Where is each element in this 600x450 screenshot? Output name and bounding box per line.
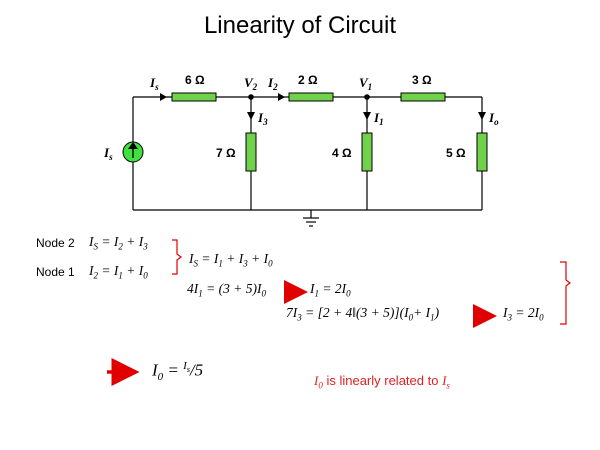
resistor-4ohm	[361, 132, 373, 172]
node2-label: Node 2	[36, 236, 75, 250]
current-label-i3: I3	[257, 110, 268, 127]
equation-7i3: 7I3 = [2 + 4‖(3 + 5)](I0+ I1)	[286, 305, 440, 323]
equation-4i1: 4I1 = (3 + 5)I0	[187, 281, 266, 299]
label-7ohm: 7 Ω	[216, 146, 236, 160]
current-label-i2: I2	[267, 75, 278, 92]
resistor-6ohm	[171, 92, 217, 102]
resistor-3ohm	[400, 92, 446, 102]
resistor-5ohm	[476, 132, 488, 172]
current-label-io: Io	[488, 110, 499, 127]
brace-left	[172, 239, 182, 275]
arrow-i3	[247, 112, 255, 120]
arrow-i2	[278, 93, 285, 101]
resistor-7ohm	[245, 132, 257, 172]
label-3ohm: 3 Ω	[412, 73, 432, 87]
equation-i1: I1 = 2I0	[310, 281, 351, 299]
label-4ohm: 4 Ω	[332, 146, 352, 160]
linearity-note: I0 is linearly related to Is	[314, 373, 450, 391]
brace-right	[560, 261, 571, 325]
node2-equation: IS = I2 + I3	[89, 234, 148, 252]
node-dot-v1	[364, 94, 370, 100]
label-6ohm: 6 Ω	[185, 73, 205, 87]
node-dot-v2	[248, 94, 254, 100]
result-equation: I0 = Is/5	[152, 360, 204, 384]
resistor-2ohm	[288, 92, 334, 102]
current-label-i1: I1	[373, 110, 384, 127]
arrow-io	[478, 112, 486, 120]
equation-i3: I3 = 2I0	[503, 305, 544, 323]
node-label-v2: V2	[244, 75, 258, 92]
arrow-i1	[363, 112, 371, 120]
arrow-is	[160, 93, 167, 101]
node-label-v1: V1	[359, 75, 372, 92]
source-label-is: Is	[103, 145, 113, 162]
combined-equation: IS = I1 + I3 + I0	[189, 251, 273, 269]
circuit-wires	[132, 96, 483, 227]
label-5ohm: 5 Ω	[446, 146, 466, 160]
label-2ohm: 2 Ω	[298, 73, 318, 87]
node1-equation: I2 = I1 + I0	[89, 263, 148, 281]
current-label-is: Is	[149, 75, 159, 92]
node1-label: Node 1	[36, 265, 75, 279]
slide-title: Linearity of Circuit	[203, 12, 397, 39]
